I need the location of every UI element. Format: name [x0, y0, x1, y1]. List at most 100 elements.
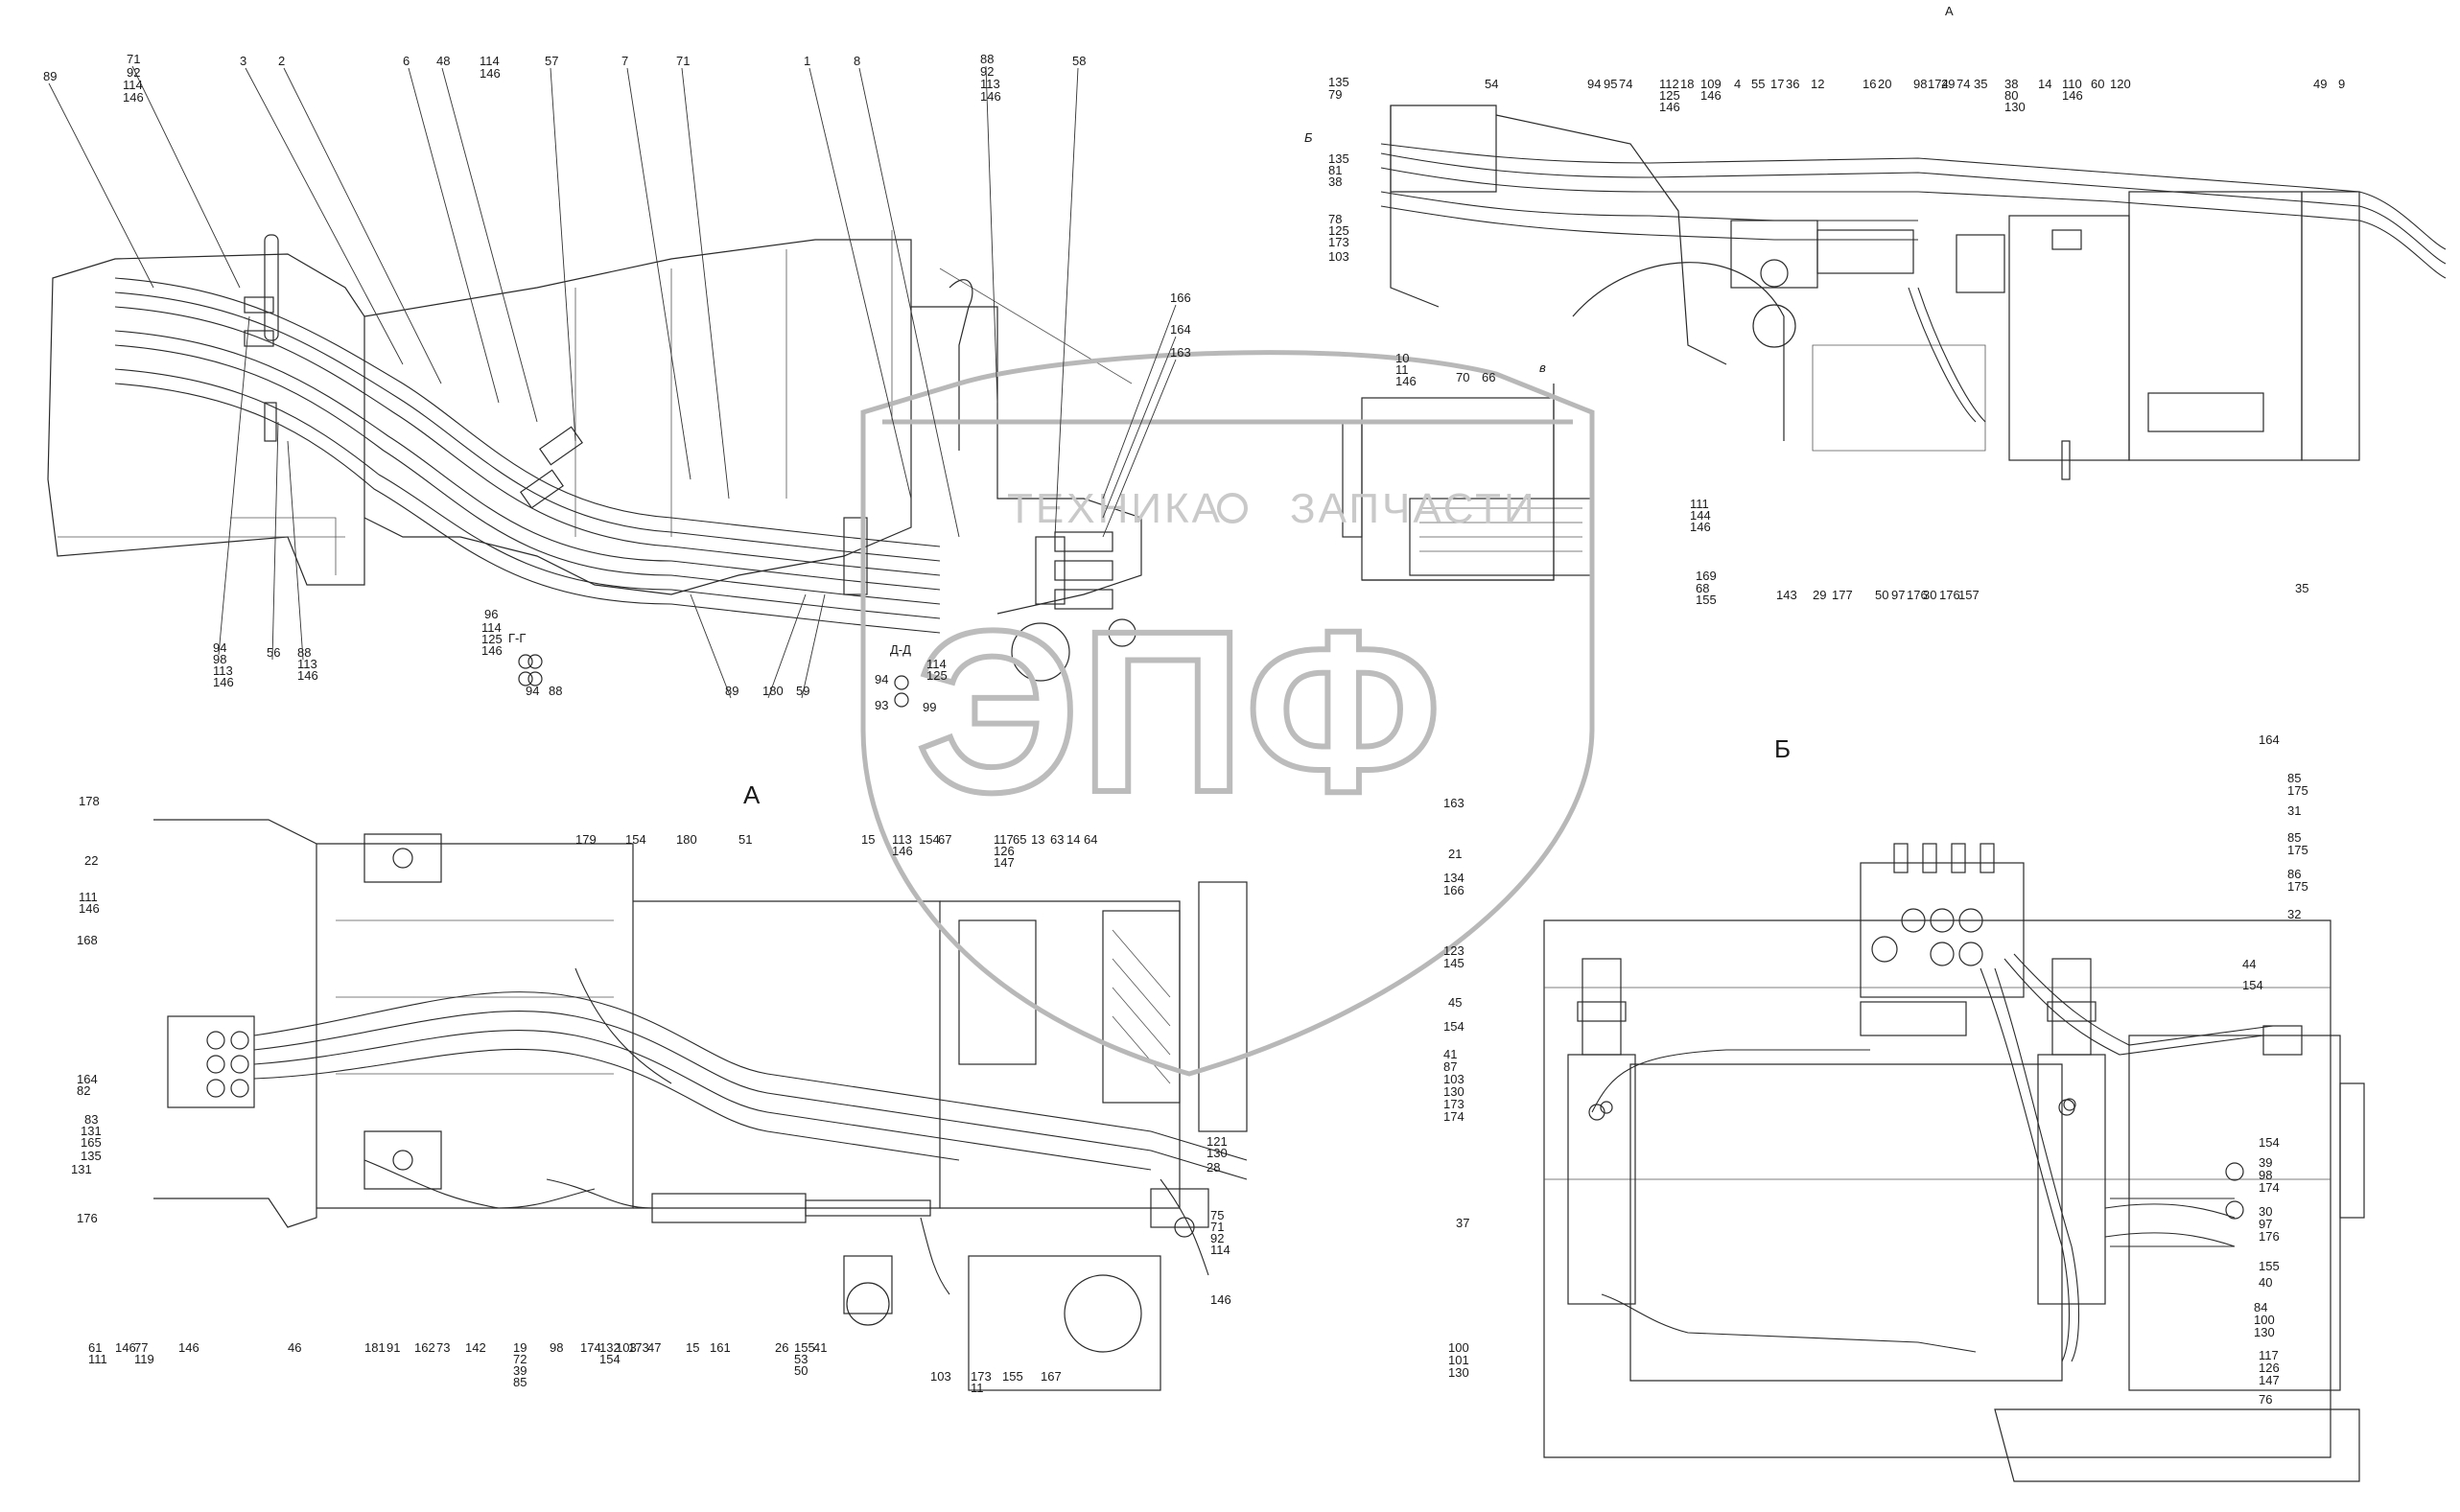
view-b-callout: 98: [2259, 1168, 2272, 1182]
top-left-callout: 146: [480, 66, 501, 81]
view-b-callout: 85: [2287, 830, 2301, 845]
bottom-left-callout: 67: [938, 832, 951, 847]
watermark-left-text: ТЕХНИКА: [1007, 485, 1223, 532]
bottom-left-callout: 46: [288, 1340, 301, 1355]
watermark: ТЕХНИКА ЗАПЧАСТИ ЭПФ: [860, 350, 1595, 1077]
leader-line: [550, 67, 576, 442]
view-b-callout: 154: [2259, 1135, 2280, 1150]
view-b-callout: 147: [2259, 1373, 2280, 1387]
bottom-left-callout: 51: [738, 832, 752, 847]
view-b-callout: 85: [2287, 771, 2301, 785]
leader-line: [1102, 304, 1177, 500]
view-b-callout: 97: [2259, 1217, 2272, 1231]
bottom-left-callout: 135: [81, 1149, 102, 1163]
top-left-callout: 6: [403, 54, 410, 68]
bottom-left-callout: 173: [628, 1340, 649, 1355]
bottom-left-callout: 146: [115, 1340, 136, 1355]
top-right-callout: 14: [2038, 77, 2051, 91]
top-right-callout: 18: [1680, 77, 1694, 91]
top-right-callout: 177: [1832, 588, 1853, 602]
view-a-label: А: [743, 780, 761, 809]
top-right-callout: 125: [1659, 88, 1680, 103]
top-right-callout: 173: [1328, 235, 1349, 249]
bottom-left-callout: 117: [994, 832, 1014, 847]
top-right-callout: 176: [1939, 588, 1960, 602]
top-left-callout: 88: [980, 52, 994, 66]
top-left-callout: 93: [875, 698, 888, 712]
top-left-callout: 163: [1170, 345, 1191, 360]
top-left-callout: 94: [526, 684, 539, 698]
view-b-callout: 130: [2254, 1325, 2275, 1339]
top-right-callout: 135: [1328, 151, 1349, 166]
leader-line: [767, 593, 807, 699]
top-right-view: [1342, 105, 2447, 581]
bottom-left-callout: 162: [414, 1340, 435, 1355]
top-right-callout: 54: [1485, 77, 1498, 91]
top-left-callout: 166: [1170, 291, 1191, 305]
view-b-callout: 174: [1443, 1109, 1464, 1124]
gear-icon: [1217, 493, 1248, 523]
bottom-left-callout: 146: [178, 1340, 199, 1355]
view-b-callout: 117: [2259, 1348, 2279, 1362]
bottom-left-callout: 179: [575, 832, 597, 847]
view-b-callout: 76: [2259, 1392, 2272, 1407]
bottom-left-callout: 47: [647, 1340, 661, 1355]
top-right-callout: 38: [1328, 174, 1342, 189]
top-right-callout: 135: [1328, 75, 1349, 89]
top-left-callout: 114: [481, 620, 502, 635]
top-right-callout: 35: [2295, 581, 2308, 595]
top-left-callout: 114: [480, 54, 500, 68]
bottom-left-callout: 113: [892, 832, 912, 847]
top-right-callout: 29: [1941, 77, 1955, 91]
top-right-callout: 146: [1659, 100, 1680, 114]
view-b-callout: 176: [2259, 1229, 2280, 1244]
bottom-left-callout: 111: [88, 1352, 107, 1366]
top-right-callout: 111: [1690, 497, 1709, 511]
top-left-callout: 57: [545, 54, 558, 68]
watermark-logo-letters: ЭПФ: [916, 583, 1441, 840]
view-b-callout: 45: [1448, 995, 1462, 1010]
view-b-callout: 32: [2287, 907, 2301, 921]
top-left-callout: 146: [297, 668, 318, 683]
top-right-callout: 120: [2110, 77, 2131, 91]
bottom-left-callout: 176: [77, 1211, 98, 1225]
bottom-left-callout: 174: [580, 1340, 601, 1355]
bottom-left-callout: 154: [625, 832, 646, 847]
top-left-callout: 58: [1072, 54, 1086, 68]
view-b-callout: 37: [1456, 1216, 1469, 1230]
watermark-right-text: ЗАПЧАСТИ: [1290, 485, 1537, 532]
top-right-callout: 49: [2313, 77, 2327, 91]
view-b-callout: 164: [2259, 733, 2280, 747]
view-b-callout: 130: [1443, 1084, 1464, 1099]
view-b-callout: 145: [1443, 956, 1464, 970]
bottom-left-callout: 181: [364, 1340, 386, 1355]
view-b-callout: 100: [1448, 1340, 1469, 1355]
top-right-callout: 16: [1863, 77, 1876, 91]
bottom-left-callout: 11: [971, 1381, 984, 1395]
bottom-left-callout: 121: [1207, 1134, 1228, 1149]
view-b-callout: 40: [2259, 1275, 2272, 1290]
top-left-callout: 89: [43, 69, 57, 83]
view-b-callout: 134: [1443, 871, 1464, 885]
bottom-left-callout: 146: [79, 901, 100, 916]
top-left-callout: 125: [481, 632, 503, 646]
view-b-callout: 41: [1443, 1047, 1457, 1061]
bottom-left-callout: 91: [387, 1340, 400, 1355]
bottom-left-callout: 72: [513, 1352, 527, 1366]
top-right-callout: 35: [1974, 77, 1987, 91]
leader-line: [245, 67, 404, 365]
leader-line: [681, 67, 730, 500]
view-b-callout: 175: [2287, 783, 2308, 798]
top-right-callout: 10: [1395, 351, 1409, 365]
view-b-callout: 154: [2242, 978, 2263, 992]
view-b-callout: 44: [2242, 957, 2256, 971]
section-g-label: Г-Г: [508, 631, 526, 645]
leader-line: [626, 67, 691, 480]
top-left-callout: 125: [926, 668, 948, 683]
top-right-callout: 81: [1328, 163, 1342, 177]
bottom-left-callout: 146: [892, 844, 913, 858]
top-left-callout: 94: [213, 640, 226, 655]
bottom-left-callout: 132: [599, 1340, 621, 1355]
